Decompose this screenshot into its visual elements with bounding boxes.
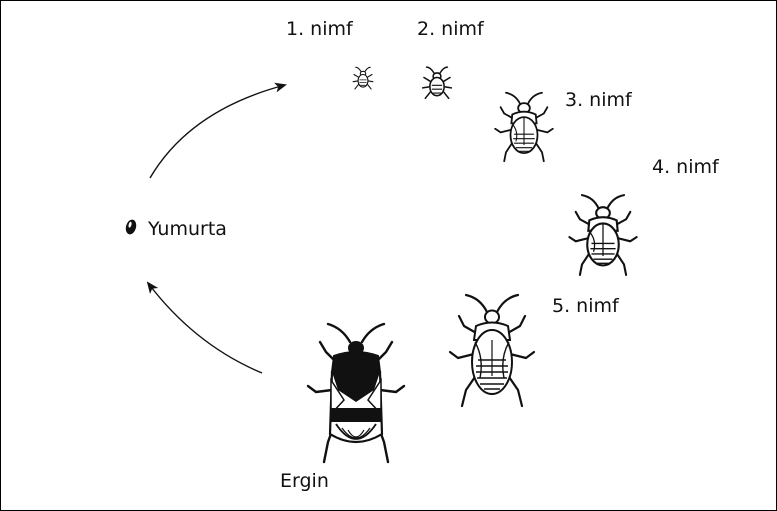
nymph4-icon bbox=[569, 195, 636, 275]
nymph5-icon bbox=[450, 295, 534, 406]
arrow-adult-to-egg-icon bbox=[148, 283, 262, 373]
nymph1-icon bbox=[353, 67, 373, 89]
egg-icon bbox=[125, 219, 137, 235]
arrow-egg-to-nymph1-icon bbox=[150, 85, 285, 178]
nymph3-label: 3. nimf bbox=[565, 91, 632, 110]
nymph5-label: 5. nimf bbox=[552, 297, 619, 316]
nymph2-icon bbox=[423, 67, 452, 98]
adult-label: Ergin bbox=[280, 472, 329, 491]
nymph3-icon bbox=[495, 93, 553, 161]
nymph2-label: 2. nimf bbox=[417, 20, 484, 39]
nymph4-label: 4. nimf bbox=[652, 158, 719, 177]
egg-label: Yumurta bbox=[148, 220, 227, 239]
nymph1-label: 1. nimf bbox=[286, 20, 353, 39]
adult-bug-icon bbox=[308, 324, 404, 462]
